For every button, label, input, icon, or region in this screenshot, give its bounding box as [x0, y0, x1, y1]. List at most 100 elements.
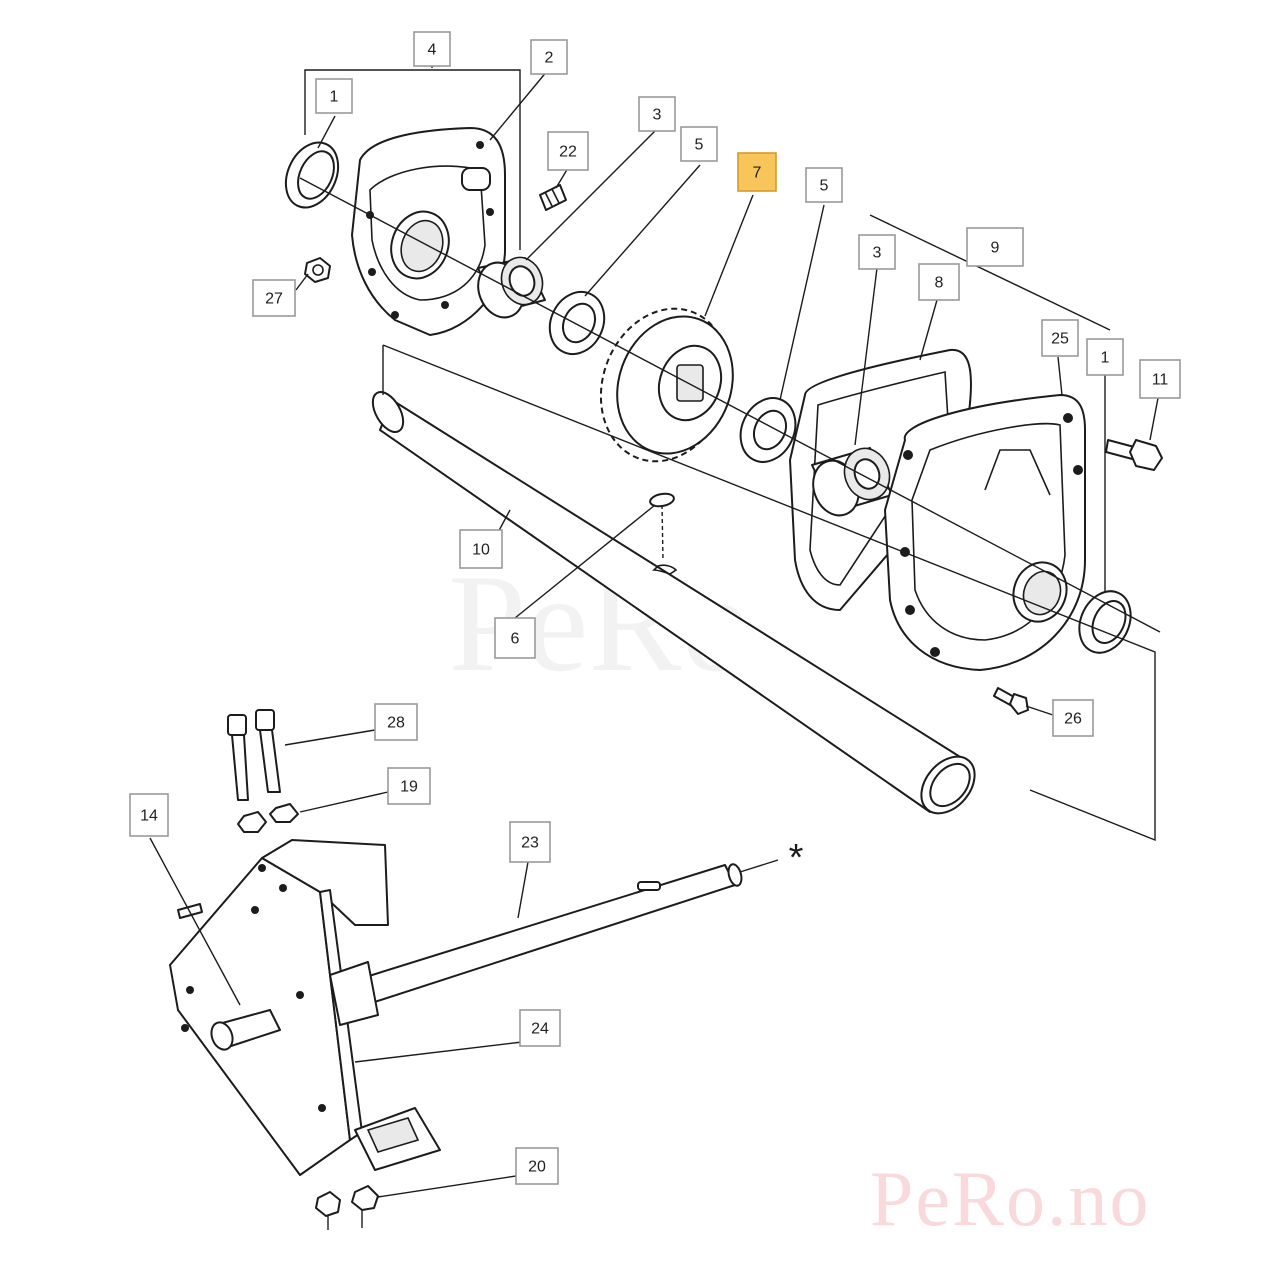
set-screw-22 — [539, 184, 567, 211]
seal-left — [284, 141, 340, 209]
callout-label: 23 — [521, 835, 539, 852]
callout-label: 11 — [1152, 372, 1169, 389]
callout-box — [737, 152, 777, 192]
nut-27 — [304, 257, 331, 283]
axis-line-left — [299, 177, 791, 438]
bushing-left — [477, 256, 546, 319]
callout-label: 3 — [653, 107, 662, 124]
callout-c23: 23 — [509, 821, 551, 863]
callout-c8: 8 — [918, 263, 960, 301]
callout-box — [515, 1147, 559, 1185]
callout-c1a: 1 — [315, 78, 353, 114]
callout-label: 6 — [511, 631, 520, 648]
callout-box — [966, 227, 1024, 267]
pin-stub — [210, 1009, 281, 1051]
callout-label: 1 — [1101, 350, 1110, 367]
callout-c11: 11 — [1139, 359, 1181, 399]
spur-gear — [599, 307, 734, 463]
bracket-9 — [869, 214, 1111, 331]
shaft — [371, 391, 976, 815]
callout-c20: 20 — [515, 1147, 559, 1185]
callout-box — [459, 529, 503, 569]
asterisk-marker: * — [789, 837, 804, 879]
callout-label: 4 — [428, 42, 437, 59]
callout-box — [918, 263, 960, 301]
callout-c6: 6 — [494, 617, 536, 659]
callout-label: 8 — [935, 275, 944, 292]
callout-c7: 7 — [737, 152, 777, 192]
callout-label: 24 — [531, 1021, 549, 1038]
bolt-11 — [1105, 439, 1163, 471]
callout-label: 3 — [873, 245, 882, 262]
callout-label: 1 — [330, 89, 339, 106]
callout-c3a: 3 — [638, 96, 676, 132]
callout-c4: 4 — [413, 31, 451, 67]
callout-c24: 24 — [519, 1009, 561, 1047]
thrust-washer-right — [739, 397, 797, 463]
callout-box — [805, 167, 843, 203]
drive-shaft — [329, 863, 743, 1026]
callout-box — [374, 703, 418, 741]
callout-box — [1041, 319, 1079, 357]
callout-box — [530, 39, 568, 75]
callout-box — [252, 279, 296, 317]
thrust-washer-left — [548, 290, 606, 356]
callout-box — [519, 1009, 561, 1047]
bushing-right — [811, 447, 893, 517]
callout-box — [638, 96, 676, 132]
bracket-4 — [304, 69, 521, 250]
callout-c26: 26 — [1052, 699, 1094, 737]
callout-box — [1139, 359, 1181, 399]
callout-label: 27 — [265, 291, 283, 308]
callout-label: 2 — [545, 50, 554, 67]
lock-nuts-19 — [237, 803, 299, 833]
callout-box — [1052, 699, 1094, 737]
callout-box — [315, 78, 353, 114]
callout-label: 5 — [820, 178, 829, 195]
callout-label: 25 — [1051, 331, 1069, 348]
callout-label: 28 — [387, 715, 405, 732]
callout-label: 14 — [140, 808, 158, 825]
callout-box — [858, 234, 896, 270]
callout-c5a: 5 — [680, 126, 718, 162]
callout-c19: 19 — [387, 767, 431, 805]
callout-box — [547, 131, 589, 171]
callout-label: 22 — [559, 144, 577, 161]
callout-box — [387, 767, 431, 805]
callout-box — [680, 126, 718, 162]
foot-tab — [354, 1107, 441, 1171]
nuts-20 — [315, 1185, 379, 1217]
callout-label: 9 — [991, 240, 1000, 257]
callout-c5b: 5 — [805, 167, 843, 203]
callout-box — [413, 31, 451, 67]
callout-c3b: 3 — [858, 234, 896, 270]
callout-c10: 10 — [459, 529, 503, 569]
callout-c27: 27 — [252, 279, 296, 317]
axis-line-right — [789, 436, 1161, 633]
leader-lines — [149, 69, 1159, 1230]
callout-box — [509, 821, 551, 863]
right-gearbox-half — [884, 394, 1086, 671]
callout-box — [129, 793, 169, 837]
callout-c9: 9 — [966, 227, 1024, 267]
callout-c14: 14 — [129, 793, 169, 837]
callout-box — [494, 617, 536, 659]
callout-label: 7 — [753, 165, 762, 182]
callout-c1b: 1 — [1086, 338, 1124, 376]
callout-c28: 28 — [374, 703, 418, 741]
screw-26 — [993, 687, 1029, 715]
callout-box — [1086, 338, 1124, 376]
callout-label: 26 — [1064, 711, 1082, 728]
corner-watermark: PeRo.no — [870, 1155, 1151, 1242]
callout-label: 5 — [695, 137, 704, 154]
callout-c25: 25 — [1041, 319, 1079, 357]
left-gearbox-half — [351, 127, 506, 336]
callout-c22: 22 — [547, 131, 589, 171]
bracket-frame — [382, 344, 1156, 842]
callout-label: 10 — [472, 542, 490, 559]
callout-c2: 2 — [530, 39, 568, 75]
callout-label: 20 — [528, 1159, 546, 1176]
